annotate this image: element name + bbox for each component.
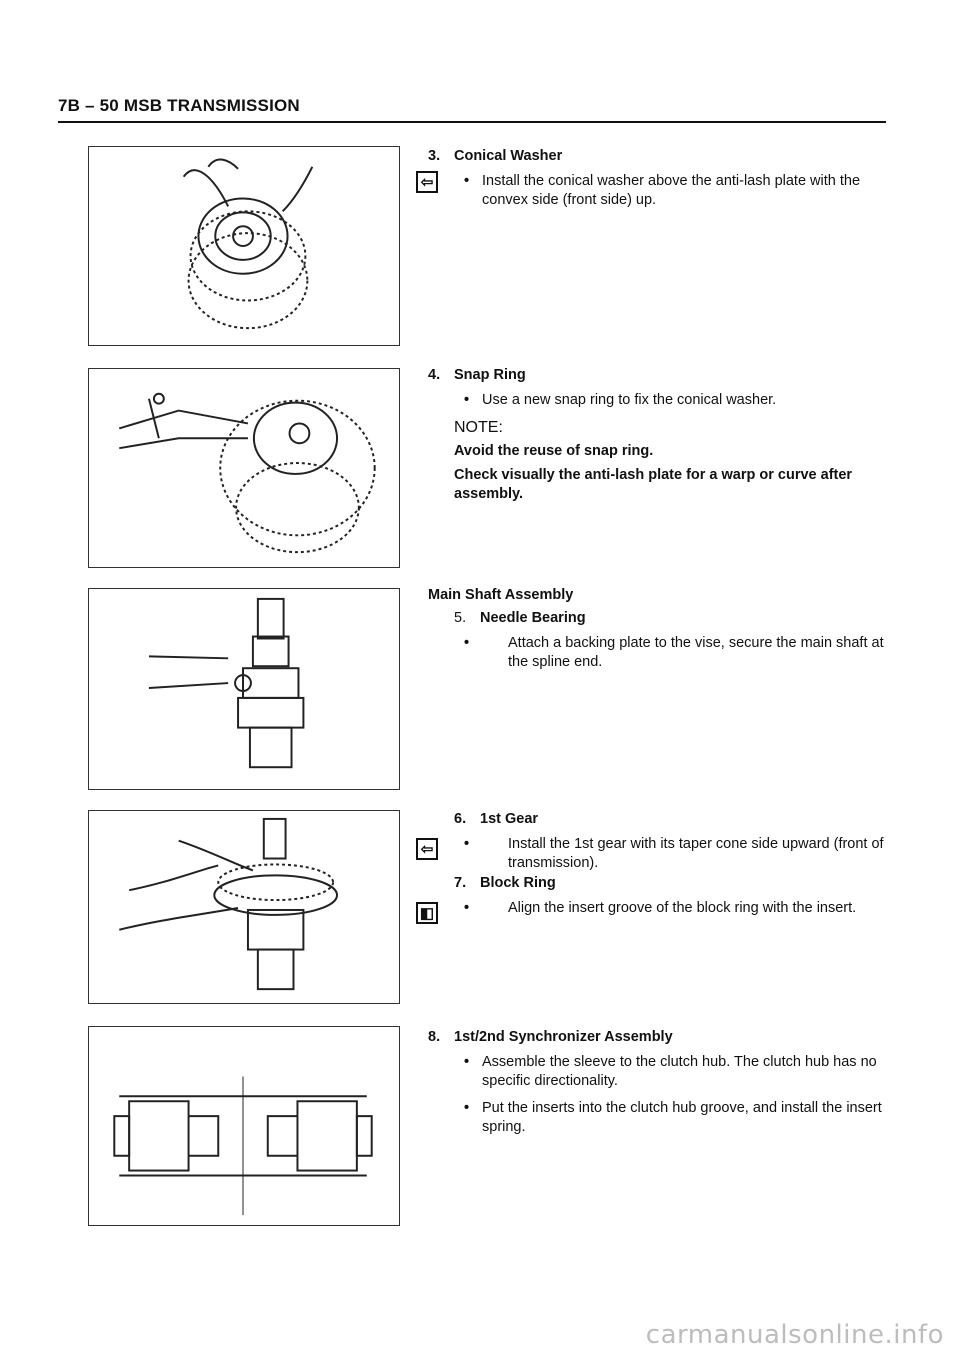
figure-synchronizer bbox=[88, 1026, 400, 1226]
note-line: Check visually the anti-lash plate for a… bbox=[454, 467, 853, 502]
step-7: 7. Block Ring Align the insert groove of … bbox=[428, 874, 898, 918]
step-bullet: Install the 1st gear with its taper cone… bbox=[428, 835, 898, 873]
step-title: 1st/2nd Synchronizer Assembly bbox=[454, 1029, 673, 1045]
figure-needle-bearing bbox=[88, 588, 400, 790]
page-header: 7B – 50 MSB TRANSMISSION bbox=[58, 96, 300, 115]
section-title: Main Shaft Assembly bbox=[428, 587, 574, 603]
step-bullet: Use a new snap ring to fix the conical w… bbox=[428, 391, 898, 410]
step-bullet: Align the insert groove of the block rin… bbox=[428, 899, 898, 918]
step-number: 8. bbox=[428, 1029, 441, 1045]
step-6: 6. 1st Gear Install the 1st gear with its… bbox=[428, 810, 898, 873]
step-title: Snap Ring bbox=[454, 367, 526, 383]
step-title: Block Ring bbox=[480, 875, 556, 891]
figure-snap-ring bbox=[88, 368, 400, 568]
step-title: Conical Washer bbox=[454, 148, 563, 164]
step-title: Needle Bearing bbox=[480, 610, 586, 626]
step-number: 3. bbox=[428, 148, 441, 164]
step-bullet: Assemble the sleeve to the clutch hub. T… bbox=[428, 1053, 898, 1091]
figure-first-gear bbox=[88, 810, 400, 1004]
note-line: Avoid the reuse of snap ring. bbox=[454, 443, 654, 459]
step-number: 5. bbox=[454, 610, 467, 626]
step-4: 4. Snap Ring Use a new snap ring to fix t… bbox=[428, 366, 898, 504]
step-3: 3. Conical Washer Install the conical was… bbox=[428, 147, 898, 210]
step-bullet: Put the inserts into the clutch hub groo… bbox=[428, 1099, 898, 1137]
figure-conical-washer bbox=[88, 146, 400, 346]
header-rule bbox=[58, 121, 886, 123]
step-number: 6. bbox=[454, 811, 467, 827]
step-8: 8. 1st/2nd Synchronizer Assembly Assemble… bbox=[428, 1028, 898, 1137]
watermark: carmanualsonline.info bbox=[645, 1320, 944, 1350]
step-5: Main Shaft Assembly 5. Needle Bearing Att… bbox=[428, 586, 898, 672]
step-number: 7. bbox=[454, 875, 467, 891]
step-title: 1st Gear bbox=[480, 811, 539, 827]
note-label: NOTE: bbox=[454, 419, 503, 436]
step-bullet: Install the conical washer above the ant… bbox=[428, 172, 898, 210]
step-bullet: Attach a backing plate to the vise, secu… bbox=[428, 634, 898, 672]
step-number: 4. bbox=[428, 367, 441, 383]
